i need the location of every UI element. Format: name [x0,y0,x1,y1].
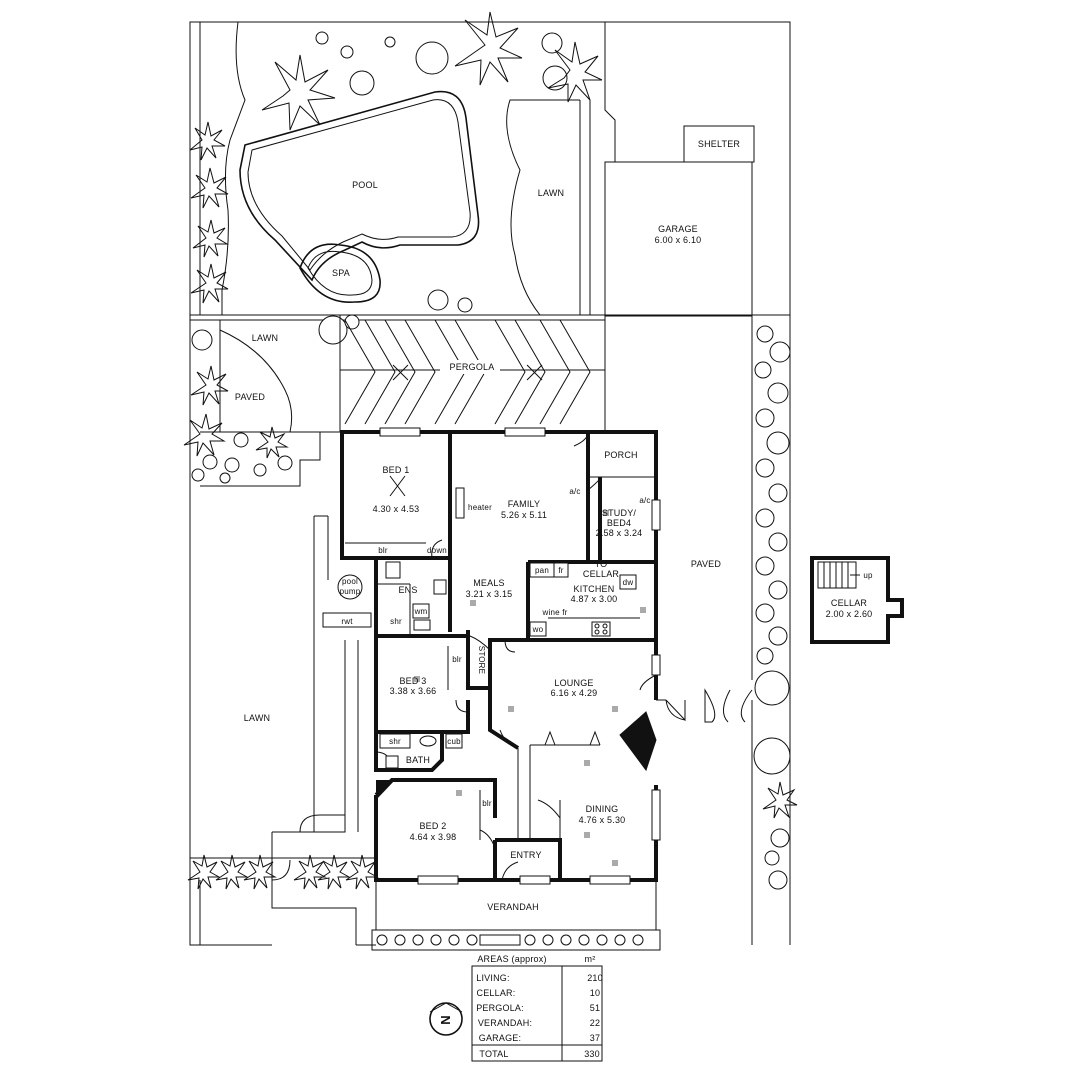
porch-label: PORCH [604,450,638,460]
pergola-label: PERGOLA [450,362,495,372]
pool-label: POOL [352,180,378,190]
bath-label: BATH [406,755,430,765]
pergola: PERGOLA [339,314,606,433]
compass-north-label: N [438,1015,453,1025]
shr-ens-label: shr [390,617,402,626]
fixtures: heater a/c a/c blr down pan fr dw wine f… [345,475,650,866]
areas-row-label: LIVING: [476,973,509,983]
study-label-2: BED4 [607,518,631,528]
to-cellar-label-1: TO [595,559,608,569]
cub-label: cub [447,737,461,746]
blr-bed3-label: blr [452,655,462,664]
areas-row-value: 210 [587,973,603,983]
rwt-label: rwt [341,617,353,626]
bed3-dimensions: 3.38 x 3.66 [390,686,437,696]
kitchen-label: KITCHEN [574,584,615,594]
dining-dimensions: 4.76 x 5.30 [579,815,626,825]
wine-fr-label: wine fr [542,608,568,617]
ac-study-label: a/c [639,496,650,505]
areas-row-value: 37 [590,1033,600,1043]
areas-total-value: 330 [584,1049,600,1059]
areas-unit: m² [585,954,596,964]
garage: SHELTER GARAGE 6.00 x 6.10 [604,22,755,317]
dw-label: dw [623,578,634,587]
up-label: up [863,571,873,580]
down-label: down [427,546,447,555]
spa-label: SPA [332,268,350,278]
areas-total-label: TOTAL [479,1049,508,1059]
blr-bed1-label: blr [378,546,388,555]
bed2-dimensions: 4.64 x 3.98 [410,832,457,842]
bed3-label: BED 3 [399,676,426,686]
to-cellar-label-2: CELLAR [583,569,620,579]
areas-row-value: 22 [590,1018,600,1028]
lawn-top-label: LAWN [538,188,564,198]
lawn-left-label: LAWN [244,713,270,723]
areas-row-value: 51 [590,1003,600,1013]
areas-row-label: PERGOLA: [476,1003,524,1013]
cellar-label: CELLAR [831,598,868,608]
kitchen-dimensions: 4.87 x 3.00 [571,594,618,604]
heater-label: heater [468,503,492,512]
areas-heading: AREAS (approx) [477,954,546,964]
meals-dimensions: 3.21 x 3.15 [466,589,513,599]
pool-pump-label-2: pump [340,587,361,596]
pool-area: POOL SPA LAWN [221,21,591,316]
north-compass-icon: N [429,1002,463,1036]
verandah-hedge [371,929,661,951]
pan-label: pan [535,566,549,575]
pool-pump-label-1: pool [342,577,358,586]
study-label: STUDY/ [602,508,637,518]
west-yard: LAWN PAVED LAWN pool pump rwt [187,320,379,945]
paved-right-label: PAVED [691,559,721,569]
wo-label: wo [532,625,544,634]
doors [375,431,657,881]
garden-hedge-left [183,121,293,484]
study-dimensions: 2.58 x 3.24 [596,528,643,538]
dining-label: DINING [586,804,619,814]
areas-row-label: CELLAR: [477,988,516,998]
bed2-label: BED 2 [419,821,446,831]
cellar-dimensions: 2.00 x 2.60 [826,609,873,619]
bed1-dimensions: 4.30 x 4.53 [373,504,420,514]
shr-bath-label: shr [389,737,401,746]
entry-label: ENTRY [510,850,541,860]
ens-label: ENS [398,585,417,595]
areas-row-label: GARAGE: [479,1033,521,1043]
areas-table: AREAS (approx) m² LIVING: 210 CELLAR: 10… [471,954,603,1062]
meals-label: MEALS [473,578,505,588]
lounge-dimensions: 6.16 x 4.29 [551,688,598,698]
bed1-label: BED 1 [382,465,409,475]
lawn-upper-left-label: LAWN [252,333,278,343]
garden-trees-top [261,11,603,345]
family-label: FAMILY [508,499,541,509]
family-dimensions: 5.26 x 5.11 [501,510,547,520]
garage-label: GARAGE [658,224,698,234]
wm-label: wm [414,607,428,616]
areas-row-label: VERANDAH: [478,1018,532,1028]
ac-family-label: a/c [569,487,580,496]
fr-label: fr [558,566,563,575]
lounge-label: LOUNGE [554,678,593,688]
garage-dimensions: 6.00 x 6.10 [655,235,702,245]
cellar: up CELLAR 2.00 x 2.60 [810,556,904,644]
room-labels: BED 1 4.30 x 4.53 FAMILY 5.26 x 5.11 POR… [373,450,643,912]
areas-row-value: 10 [590,988,600,998]
garden-hedge-right: PAVED [656,325,798,890]
verandah-label: VERANDAH [487,902,539,912]
blr-bed2-label: blr [482,799,492,808]
paved-left-label: PAVED [235,392,265,402]
windows [379,427,661,885]
shelter-label: SHELTER [698,139,741,149]
store-label: STORE [477,646,486,674]
